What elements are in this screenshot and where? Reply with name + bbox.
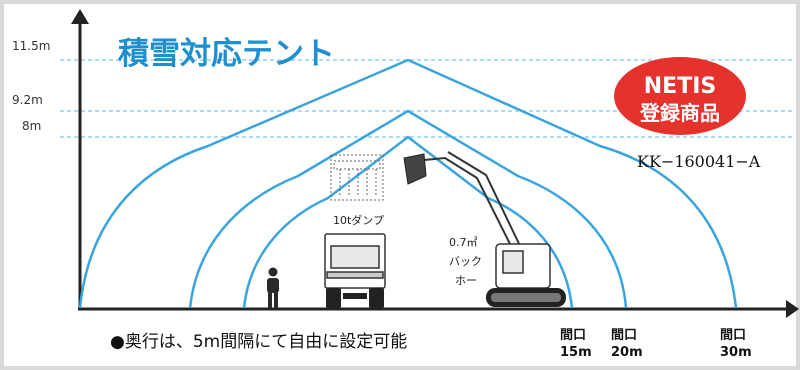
span-20m-line1: 間口	[611, 328, 637, 343]
netis-badge-line1: NETIS	[644, 74, 716, 99]
span-30m-line2: 30m	[720, 345, 752, 360]
backhoe-bucket	[403, 153, 427, 185]
person-head	[268, 267, 278, 277]
person-body	[267, 278, 279, 293]
dump-truck-raised-bed	[330, 154, 384, 201]
dump-truck-illustration: 10tダンプ	[324, 154, 386, 308]
span-labels: 間口 15m 間口 20m 間口 30m	[560, 328, 752, 360]
dump-truck-label: 10tダンプ	[333, 213, 384, 227]
dump-truck-wheels	[326, 288, 384, 308]
tent-outline-30m	[78, 58, 738, 309]
height-label-8m: 8m	[22, 119, 41, 133]
backhoe-label-line1: 0.7㎥	[449, 236, 478, 249]
y-axis-arrow	[71, 9, 89, 24]
person-left-leg	[268, 292, 272, 308]
backhoe-tracks	[486, 288, 566, 307]
netis-badge: NETIS 登録商品	[614, 57, 746, 135]
backhoe-cab	[495, 243, 551, 289]
depth-note: ●奥行は、5m間隔にて自由に設定可能	[110, 332, 407, 352]
span-15m-line1: 間口	[560, 328, 586, 343]
netis-badge-ellipse	[614, 57, 746, 135]
height-label-11-5m: 11.5m	[12, 39, 50, 53]
x-axis-arrow	[786, 300, 799, 318]
person-silhouette	[267, 267, 279, 308]
backhoe-arm	[423, 151, 523, 251]
netis-badge-line2: 登録商品	[639, 101, 720, 125]
tent-outline-15m	[242, 135, 574, 309]
height-label-9-2m: 9.2m	[12, 93, 43, 107]
span-15m-line2: 15m	[560, 345, 592, 360]
span-30m-line1: 間口	[720, 328, 746, 343]
dump-truck-body	[324, 233, 386, 289]
diagram-title: 積雪対応テント	[118, 36, 335, 72]
backhoe-illustration: 0.7㎥ バック ホー	[403, 151, 566, 307]
tent-outlines	[78, 58, 738, 309]
registration-code: KK−160041−A	[637, 152, 761, 171]
backhoe-label-line3: ホー	[455, 274, 477, 287]
backhoe-label-line2: バック	[449, 255, 482, 268]
tent-outline-20m	[188, 109, 628, 309]
person-right-leg	[274, 292, 278, 308]
span-20m-line2: 20m	[611, 345, 643, 360]
